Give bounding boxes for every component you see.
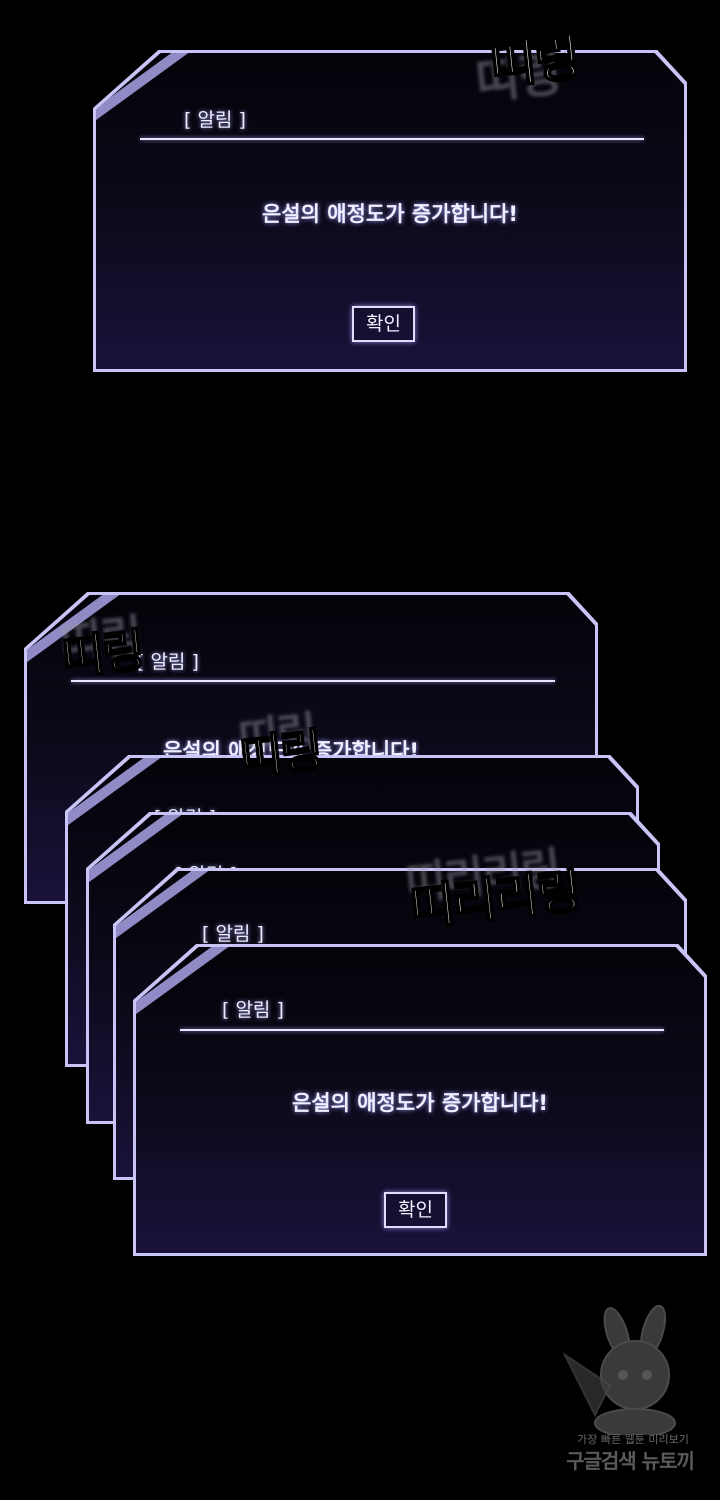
sfx-ding-stack-left: 띠링 <box>59 622 147 686</box>
notification-title: [ 알림 ] <box>184 109 246 131</box>
confirm-button[interactable]: 확인 <box>384 1192 447 1228</box>
bunny-mascot-icon <box>562 1305 676 1435</box>
confirm-button[interactable]: 확인 <box>352 306 415 342</box>
notification-panel: [ 알림 ] 은설의 애정도가 증가합니다! 확인 <box>136 947 704 1253</box>
watermark-site: 구글검색 뉴토끼 <box>566 1449 695 1473</box>
title-divider <box>140 138 644 140</box>
watermark: 가장 빠른 웹툰 미리보기 구글검색 뉴토끼 <box>535 1305 710 1475</box>
notification-window-top: [ 알림 ] 은설의 애정도가 증가합니다! 확인 <box>93 50 687 372</box>
sfx-ding-stack-middle: 띠링 <box>237 722 325 786</box>
title-divider <box>71 680 555 682</box>
notification-message: 은설의 애정도가 증가합니다! <box>291 1091 549 1115</box>
notification-title: [ 알림 ] <box>202 923 264 945</box>
title-divider <box>180 1029 664 1031</box>
watermark-tagline: 가장 빠른 웹툰 미리보기 <box>577 1433 689 1446</box>
notification-title: [ 알림 ] <box>137 651 199 673</box>
notification-title: [ 알림 ] <box>222 999 284 1021</box>
notification-message: 은설의 애정도가 증가합니다! <box>261 202 519 226</box>
sfx-ding-top: 띠링 <box>487 28 583 97</box>
notification-panel: [ 알림 ] 은설의 애정도가 증가합니다! 확인 <box>96 53 684 369</box>
notification-window-front: [ 알림 ] 은설의 애정도가 증가합니다! 확인 <box>133 944 707 1256</box>
